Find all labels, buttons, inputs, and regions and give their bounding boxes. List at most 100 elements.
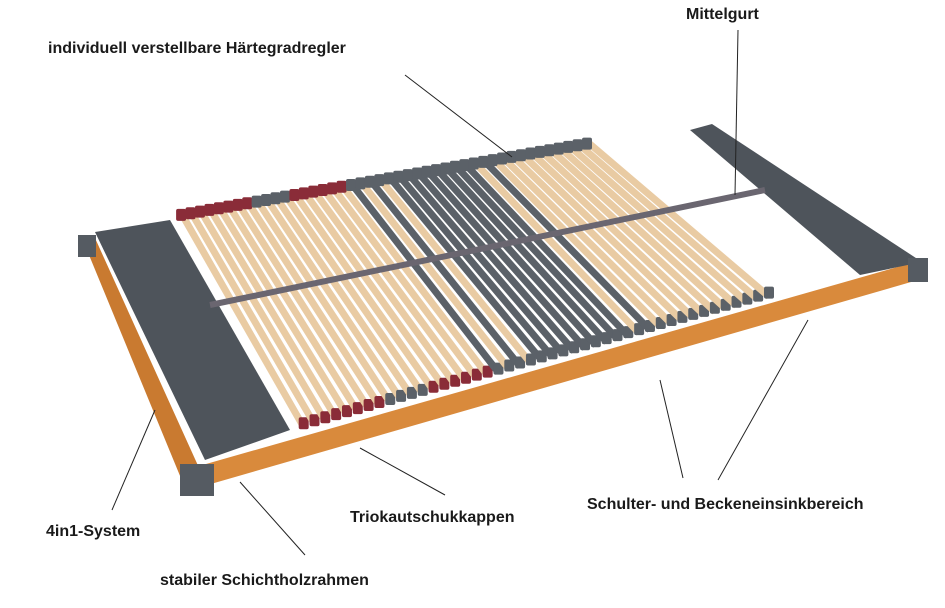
slat-cap (223, 200, 234, 213)
slat (575, 140, 761, 303)
slat-cap (764, 286, 774, 299)
slat-cap (468, 157, 479, 170)
slat (178, 211, 307, 430)
center-strap (209, 187, 766, 308)
slat-cap (580, 338, 591, 351)
leader-rahmen (239, 481, 306, 556)
slat-cap (450, 374, 461, 387)
slat-cap (327, 182, 338, 195)
corner-cap-front-left (180, 464, 214, 496)
slat (395, 172, 556, 360)
slat-cap (270, 192, 281, 205)
leader-system (111, 409, 156, 511)
slat-cap (352, 402, 363, 415)
label-mittelgurt: Mittelgurt (686, 6, 759, 23)
slat-cap (251, 195, 262, 208)
slat-cap (553, 142, 564, 155)
slat-cap (346, 179, 357, 192)
slat-cap (569, 341, 580, 354)
slat-cap (364, 175, 375, 188)
slat (556, 143, 739, 309)
end-plate-right (690, 124, 922, 275)
slat-cap (440, 162, 451, 175)
slat (319, 185, 469, 384)
end-plate-left (95, 220, 290, 460)
slat-cap (402, 169, 413, 182)
leader-zone-1 (659, 379, 684, 479)
slat (272, 194, 415, 399)
slat (480, 157, 653, 333)
slat (442, 164, 610, 345)
slat-cap (461, 371, 472, 384)
slat-cap (355, 177, 366, 190)
slat (499, 154, 675, 327)
slat (386, 174, 545, 363)
slat (518, 150, 696, 321)
leader-mittelgurt (734, 29, 739, 196)
slat (414, 169, 577, 354)
label-system: 4in1-System (46, 523, 141, 540)
slat-cap (563, 140, 574, 153)
slat-cap (439, 377, 450, 390)
slat (584, 138, 772, 300)
slat-cap (547, 347, 558, 360)
slat-cap (308, 185, 319, 198)
corner-cap-front-right (908, 258, 928, 282)
slat (244, 199, 383, 408)
slat-cap (417, 383, 428, 396)
slat (234, 201, 372, 411)
slat-cap (471, 368, 482, 381)
frame-side-front (185, 262, 918, 490)
slat (348, 180, 502, 375)
slat-cap (176, 208, 187, 221)
slat (196, 207, 329, 423)
frame-side-left (82, 238, 200, 488)
slat-cap (374, 174, 385, 187)
slat-cap (289, 188, 300, 201)
slat (357, 179, 513, 372)
slat-cap (428, 380, 439, 393)
slat-cap (341, 405, 352, 418)
slat-cap (232, 198, 243, 211)
slat-cap (317, 184, 328, 197)
slat (338, 182, 491, 378)
slat-cap (383, 172, 394, 185)
slat-cap (261, 193, 272, 206)
slat (300, 189, 448, 390)
slat-cap (194, 205, 205, 218)
slat (291, 190, 437, 393)
slat-cap (525, 147, 536, 160)
slat (452, 162, 621, 342)
slat-cap (572, 139, 583, 152)
slat-cap (504, 359, 515, 372)
slat-cap (204, 203, 215, 216)
slat-cap (482, 365, 493, 378)
slat (565, 142, 750, 306)
slat (537, 147, 718, 315)
slat-cap (536, 350, 547, 363)
slat-cap (298, 417, 309, 430)
corner-cap-back-left (78, 235, 96, 257)
slat (423, 167, 588, 351)
slat-cap (320, 411, 331, 424)
slat-cap (582, 137, 592, 150)
slat-cap (412, 167, 423, 180)
slat (206, 206, 340, 420)
slat (471, 159, 642, 336)
slat-cap (279, 190, 290, 203)
slat (282, 192, 426, 396)
slat-cap (558, 344, 569, 357)
slat-cap (487, 154, 498, 167)
slat-cap (478, 155, 489, 168)
slat (215, 204, 350, 417)
slat-cap (493, 362, 504, 375)
slat (187, 209, 318, 427)
slat (367, 177, 523, 369)
slat-cap (421, 165, 432, 178)
slat (509, 152, 685, 324)
slat (404, 170, 567, 357)
slat-cap (534, 145, 545, 158)
slat-cap (406, 386, 417, 399)
leader-lines (111, 29, 809, 556)
